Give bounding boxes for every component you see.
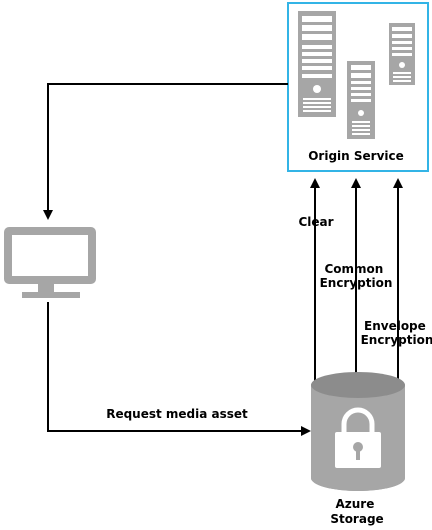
origin-service-node: Origin Service	[287, 2, 429, 172]
origin-service-label: Origin Service	[308, 149, 404, 163]
storage-cylinder-icon	[311, 372, 405, 491]
server-icon	[298, 11, 336, 117]
server-icon	[389, 23, 415, 85]
lock-icon	[335, 407, 381, 468]
stream-label-line: Encryption	[320, 276, 393, 290]
monitor-icon	[4, 227, 96, 298]
request-arrow	[47, 302, 311, 436]
stream-label-line: Encryption	[361, 333, 432, 347]
stream-label-line: Common	[324, 262, 383, 276]
storage-label-line: Azure	[335, 497, 374, 511]
stream-label-line: Clear	[298, 215, 333, 229]
origin-to-client-arrow	[43, 83, 288, 220]
stream-label-clear: Clear	[298, 215, 333, 229]
request-label: Request media asset	[106, 407, 248, 421]
server-icon	[347, 61, 375, 139]
storage-label: Azure Storage	[330, 497, 383, 526]
stream-label-line: Envelope	[364, 319, 426, 333]
stream-label-envelope-encryption: Envelope Encryption	[361, 319, 432, 347]
stream-label-common-encryption: Common Encryption	[320, 262, 393, 290]
storage-label-line: Storage	[330, 512, 383, 526]
storage-node: Azure Storage	[311, 372, 405, 526]
